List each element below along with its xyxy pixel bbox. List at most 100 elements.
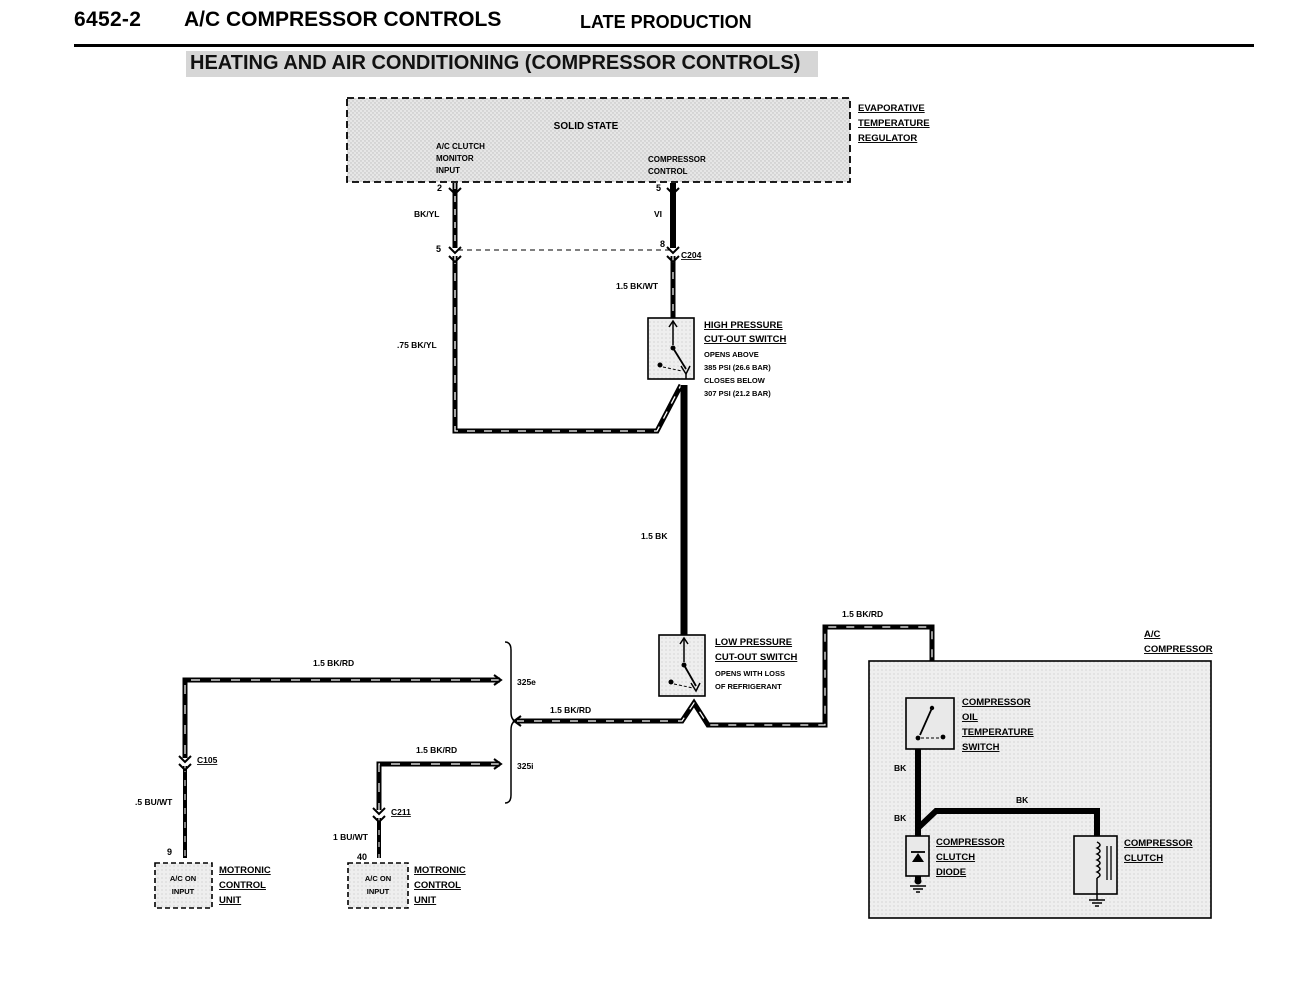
hp-blade bbox=[672, 347, 687, 370]
regulator-box-label: SOLID STATE bbox=[554, 121, 619, 132]
label-c204: C204 bbox=[681, 250, 702, 260]
clutch-name-1: COMPRESSOR bbox=[1124, 838, 1193, 849]
diode-ground-dot bbox=[914, 877, 922, 885]
wire-bk-rd-lower bbox=[376, 761, 500, 810]
wire-bk-rd-lower-stripe bbox=[378, 763, 500, 810]
page-number: 6452-2 bbox=[74, 8, 142, 31]
lp-name-1: LOW PRESSURE bbox=[715, 637, 792, 648]
section-title: HEATING AND AIR CONDITIONING (COMPRESSOR… bbox=[190, 52, 801, 74]
label-c211: C211 bbox=[391, 807, 411, 817]
page-subtitle: LATE PRODUCTION bbox=[580, 12, 752, 32]
terminal-325i bbox=[493, 758, 503, 770]
terminal-pin2 bbox=[448, 187, 462, 196]
regulator-pin-control: 5 bbox=[656, 183, 661, 193]
motronic-2-box bbox=[347, 862, 409, 909]
ac-compressor: A/C COMPRESSOR COMPRESSOR OIL TEMPERATUR… bbox=[868, 629, 1213, 919]
oil-switch-name-2: OIL bbox=[962, 712, 978, 723]
compressor-title-2: COMPRESSOR bbox=[1144, 644, 1213, 655]
regulator-pin-input: 2 bbox=[437, 183, 442, 193]
wire-bk-yl-lower-stripe bbox=[454, 256, 682, 432]
lp-arrow-up-head bbox=[679, 636, 689, 645]
diode-name-2: CLUTCH bbox=[936, 852, 975, 863]
wire-bk-rd-left-stripe bbox=[184, 679, 500, 758]
diode-name-1: COMPRESSOR bbox=[936, 837, 1005, 848]
lp-spec-2: OF REFRIGERANT bbox=[715, 682, 782, 691]
oil-contact-left bbox=[915, 735, 921, 741]
clutch-box bbox=[1073, 835, 1118, 895]
lp-name-2: CUT-OUT SWITCH bbox=[715, 652, 797, 663]
header-rule bbox=[74, 44, 1254, 47]
label-bk-rd-left: 1.5 BK/RD bbox=[313, 658, 354, 668]
motronic-unit-1: 9 A/C ON INPUT MOTRONIC CONTROL UNIT bbox=[154, 847, 271, 909]
page-header: 6452-2 A/C COMPRESSOR CONTROLS LATE PROD… bbox=[74, 6, 1254, 40]
motronic-1-name-1: MOTRONIC bbox=[219, 865, 271, 876]
hp-spec-2: 385 PSI (26.6 BAR) bbox=[704, 363, 771, 372]
label-bk-yl: BK/YL bbox=[414, 209, 440, 219]
terminal-c211-top bbox=[372, 807, 386, 816]
wire-labels: BK/YL VI 5 8 C204 1.5 BK/WT .75 BK/YL 1.… bbox=[135, 209, 883, 842]
motronic-2-box-1: A/C ON bbox=[365, 874, 391, 883]
splice-bracket-lower bbox=[504, 720, 518, 804]
motronic-1-name-2: CONTROL bbox=[219, 880, 266, 891]
splice-bracket-upper bbox=[504, 641, 518, 722]
regulator-control-label-2: CONTROL bbox=[648, 167, 688, 176]
label-325e: 325e bbox=[517, 677, 536, 687]
wire-bk-rd-mid-stripe bbox=[516, 626, 933, 726]
lp-blade bbox=[683, 664, 697, 687]
label-bk-a: BK bbox=[894, 763, 907, 773]
motronic-1-pin: 9 bbox=[167, 847, 172, 857]
regulator-name-2: TEMPERATURE bbox=[858, 118, 930, 129]
hp-arrow-up-head bbox=[668, 319, 678, 328]
label-bk-b: BK bbox=[894, 813, 907, 823]
motronic-2-name-2: CONTROL bbox=[414, 880, 461, 891]
lp-dash bbox=[673, 683, 694, 689]
oil-switch-name-4: SWITCH bbox=[962, 742, 1000, 753]
clutch-name-2: CLUTCH bbox=[1124, 853, 1163, 864]
terminal-c204-left-top bbox=[448, 246, 462, 255]
oil-switch-name-3: TEMPERATURE bbox=[962, 727, 1034, 738]
hp-dash bbox=[662, 366, 683, 372]
oil-contact-right bbox=[940, 734, 946, 740]
label-bk-c: BK bbox=[1016, 795, 1029, 805]
lp-contact-left bbox=[668, 679, 674, 685]
label-bu-wt-1: 1 BU/WT bbox=[333, 832, 369, 842]
clutch-coil bbox=[1095, 841, 1101, 879]
splice-bracket bbox=[504, 641, 518, 804]
regulator-input-label-1: A/C CLUTCH bbox=[436, 142, 485, 151]
lp-spec-1: OPENS WITH LOSS bbox=[715, 669, 785, 678]
wires bbox=[182, 183, 935, 858]
oil-temp-switch-box bbox=[905, 697, 955, 750]
hp-spec-1: OPENS ABOVE bbox=[704, 350, 759, 359]
low-pressure-switch: LOW PRESSURE CUT-OUT SWITCH OPENS WITH L… bbox=[658, 634, 797, 697]
hp-name-2: CUT-OUT SWITCH bbox=[704, 334, 786, 345]
regulator-box bbox=[346, 97, 851, 183]
regulator-name-3: REGULATOR bbox=[858, 133, 917, 144]
hp-spec-4: 307 PSI (21.2 BAR) bbox=[704, 389, 771, 398]
label-bk-rd-lower: 1.5 BK/RD bbox=[416, 745, 457, 755]
motronic-1-box-2: INPUT bbox=[172, 887, 195, 896]
compressor-title-1: A/C bbox=[1144, 629, 1161, 640]
hp-spec-3: CLOSES BELOW bbox=[704, 376, 766, 385]
regulator-name-1: EVAPORATIVE bbox=[858, 103, 925, 114]
label-325i: 325i bbox=[517, 761, 534, 771]
page-title: A/C COMPRESSOR CONTROLS bbox=[184, 8, 502, 31]
hp-contact-left bbox=[657, 362, 663, 368]
lp-arrow-down-head bbox=[690, 682, 701, 693]
motronic-1-box bbox=[154, 862, 213, 909]
motronic-unit-2: 40 A/C ON INPUT MOTRONIC CONTROL UNIT bbox=[347, 852, 466, 909]
terminal-c204-right-top bbox=[666, 246, 680, 255]
terminal-c211-bot bbox=[372, 815, 386, 824]
regulator-input-label-3: INPUT bbox=[436, 166, 460, 175]
motronic-2-pin: 40 bbox=[357, 852, 367, 862]
motronic-1-name-3: UNIT bbox=[219, 895, 241, 906]
regulator-input-label-2: MONITOR bbox=[436, 154, 474, 163]
regulator-control-label-1: COMPRESSOR bbox=[648, 155, 706, 164]
oil-blade bbox=[919, 707, 933, 736]
diode-triangle bbox=[912, 853, 924, 862]
label-c105: C105 bbox=[197, 755, 218, 765]
terminal-c105-top bbox=[178, 755, 192, 764]
terminal-pin5 bbox=[666, 187, 680, 196]
regulator: SOLID STATE A/C CLUTCH MONITOR INPUT COM… bbox=[346, 97, 930, 193]
section-banner: HEATING AND AIR CONDITIONING (COMPRESSOR… bbox=[186, 51, 818, 77]
label-bk-15: 1.5 BK bbox=[641, 531, 668, 541]
